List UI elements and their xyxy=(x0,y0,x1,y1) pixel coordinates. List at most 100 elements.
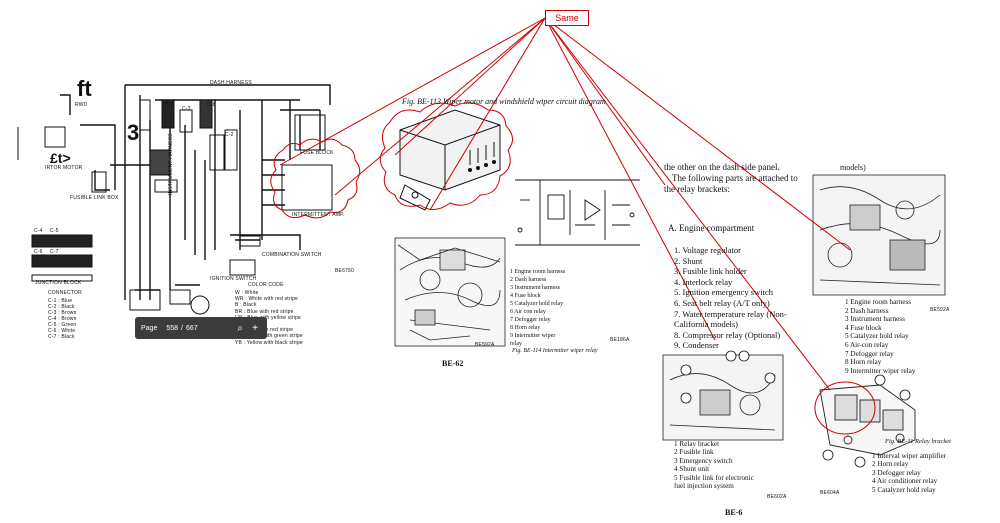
instrument-harness-label: INSTRUMENT HARNESS xyxy=(168,133,174,195)
color-code-item: LY : Yellow with green stripe xyxy=(235,333,303,340)
middle-fig-code-2: BE186A xyxy=(610,337,630,343)
legend-item: 3 Emergency switch xyxy=(674,456,733,465)
connector-label: C-7 xyxy=(50,249,59,255)
connector-label: C-4 xyxy=(34,228,43,234)
color-code-title: COLOR CODE xyxy=(248,282,284,288)
legend-item: 1 Relay bracket xyxy=(674,440,720,448)
connector-legend-item: C-6 : White xyxy=(48,328,76,334)
parts-item: 2. Shunt xyxy=(674,255,703,266)
parts-item: 6. Seat belt relay (A/T only) xyxy=(674,297,770,308)
right-page-footer: BE-6 xyxy=(725,508,743,517)
connector-label: C-8 xyxy=(207,102,216,108)
legend-item: 5 Catalyzer hold relay xyxy=(845,332,909,341)
intro-text: the other on the dash side panel. The fo… xyxy=(664,162,798,195)
middle-page: Fig. BE-113 Wiper motor and windshield w… xyxy=(380,0,650,523)
intro-line: The following parts are attached to xyxy=(672,173,798,183)
legend-engine-room: 1 Engine room harness 2 Dash harness 3 I… xyxy=(845,298,915,375)
legend-item: 3 Instrument harness xyxy=(845,315,905,324)
left-code-number: BE6750 xyxy=(335,268,354,274)
middle-fig-code: BE592A xyxy=(475,342,495,348)
figure-caption-bottom: Fig. BE-114 Intermitter wiper relay xyxy=(512,348,598,354)
zoom-icon[interactable]: ⌕ xyxy=(237,322,243,334)
connector-label: C-1 xyxy=(165,102,174,108)
combination-switch-label: COMBINATION SWITCH xyxy=(262,252,322,258)
connector-label: C-5 xyxy=(50,228,59,234)
connector-legend-item: C-3 : Brown xyxy=(48,310,77,316)
legend-item: 2 Fusible link xyxy=(674,448,714,457)
relay-photo xyxy=(399,109,501,211)
legend-item: 5 Catalyzer hold relay xyxy=(510,301,564,307)
connector-legend-item: C-4 : Brown xyxy=(48,316,77,322)
legend-item: 9 Intermitter wiper relay xyxy=(845,366,916,375)
legend-item: 8 Horn relay xyxy=(510,325,541,331)
legend-item: relay xyxy=(510,341,522,347)
parts-item: 4. Interlock relay xyxy=(674,276,733,287)
connector-label: C-6 xyxy=(34,249,43,255)
legend-item: 6 Air con relay xyxy=(510,309,546,315)
relay-schematic xyxy=(515,179,640,246)
big-ft-label: ft xyxy=(77,76,92,101)
legend-item: 1 Engine room harness xyxy=(510,269,566,275)
page-current-input[interactable]: 558 xyxy=(166,324,179,332)
engine-photo-right-top xyxy=(812,174,946,296)
parts-item: 1. Voltage regulator xyxy=(674,245,741,255)
fuse-block-label: FUSE BLOCK xyxy=(300,150,334,156)
parts-item: California models) xyxy=(674,319,738,330)
figure-caption-top: Fig. BE-113 Wiper motor and windshield w… xyxy=(402,97,606,106)
connector-legend-item: C-2 : Black xyxy=(48,304,75,310)
dash-harness-label: DASH HARNESS xyxy=(210,80,252,86)
legend-relay-bracket: 1 Relay bracket 2 Fusible link 3 Emergen… xyxy=(674,440,754,490)
relay-bracket-caption: Fig. BE-11 Relay bracket xyxy=(885,438,951,445)
legend-item: 3 Instrument harness xyxy=(510,285,560,291)
digit-3-label: 3 xyxy=(127,120,140,145)
legend-item: 3 Defogger relay xyxy=(872,468,921,477)
middle-page-footer: BE-62 xyxy=(442,359,464,368)
legend-item: 5 Fusible link for electronic xyxy=(674,473,754,482)
legend-item: 1 Engine room harness xyxy=(845,298,912,306)
page-total: 667 xyxy=(186,324,198,332)
code-be592a: BE592A xyxy=(930,307,950,313)
color-code-item: WR : White with red stripe xyxy=(235,296,298,303)
legend-item: 2 Dash harness xyxy=(510,277,547,283)
left-page: ft RWD 3 £t> IRTOR MOTOR FUSIBLE LINK BO… xyxy=(0,0,380,523)
legend-item: 6 Air-con relay xyxy=(845,340,889,349)
color-code-item: BR : Blue with red stripe xyxy=(235,308,294,315)
page-label: Page xyxy=(141,324,158,332)
color-code-item: LW : Blue with yellow stripe xyxy=(235,314,302,321)
parts-item: 9. Condenser xyxy=(674,340,719,351)
connector-label: C-3 xyxy=(182,106,191,112)
connector-legend-item: C-7 : Black xyxy=(48,334,75,340)
legend-item: 7 Defogger relay xyxy=(845,349,894,358)
intermittent-amp-label: INTERMITTENT AMP. xyxy=(292,212,345,218)
legend-item: 4 Fuse block xyxy=(510,293,541,299)
ignition-switch-label: IGNITION SWITCH xyxy=(210,276,257,282)
wiring-components xyxy=(17,99,333,315)
color-code-item: B : Black xyxy=(235,302,257,309)
legend-item: 8 Horn relay xyxy=(845,358,882,367)
parts-list: 1. Voltage regulator 2. Shunt 3. Fusible… xyxy=(674,245,787,351)
middle-legend: 1 Engine room harness 2 Dash harness 3 I… xyxy=(510,268,565,348)
connector-label: C-2 xyxy=(225,132,234,138)
callout-numbers xyxy=(680,350,911,468)
connector-legend: C-1 : Blue C-2 : Black C-3 : Brown C-4 :… xyxy=(48,298,77,340)
legend-item: 4 Shunt unit xyxy=(674,465,710,474)
pdf-viewer-toolbar: Page 558 / 667 ⌕ + xyxy=(135,317,267,339)
zoom-in-plus-icon[interactable]: + xyxy=(252,322,258,334)
legend-item: 4 Fuse block xyxy=(845,323,882,332)
page-separator: / xyxy=(181,324,183,332)
color-code-item: W : White xyxy=(235,290,259,296)
connector-legend-item: C-5 : Green xyxy=(48,322,77,328)
connector-legend-title: CONNECTOR xyxy=(48,290,82,296)
intro-line: the relay brackets: xyxy=(664,184,730,194)
parts-item: 3. Fusible link holder xyxy=(674,266,747,277)
parts-item: 8. Compressor relay (Optional) xyxy=(674,329,781,340)
motor-label: IRTOR MOTOR xyxy=(45,165,83,171)
legend-item: 5 Catalyzer hold relay xyxy=(872,485,936,494)
section-title: A. Engine compartment xyxy=(668,223,755,233)
color-code-item: YB : Yellow with black stripe xyxy=(235,339,303,346)
parts-item: 5. Ignition emergency switch xyxy=(674,287,773,298)
legend-item: 1 Interval wiper amplifier xyxy=(872,452,947,460)
legend-item: 2 Dash harness xyxy=(845,306,889,315)
code-be602a: BE602A xyxy=(767,494,787,500)
